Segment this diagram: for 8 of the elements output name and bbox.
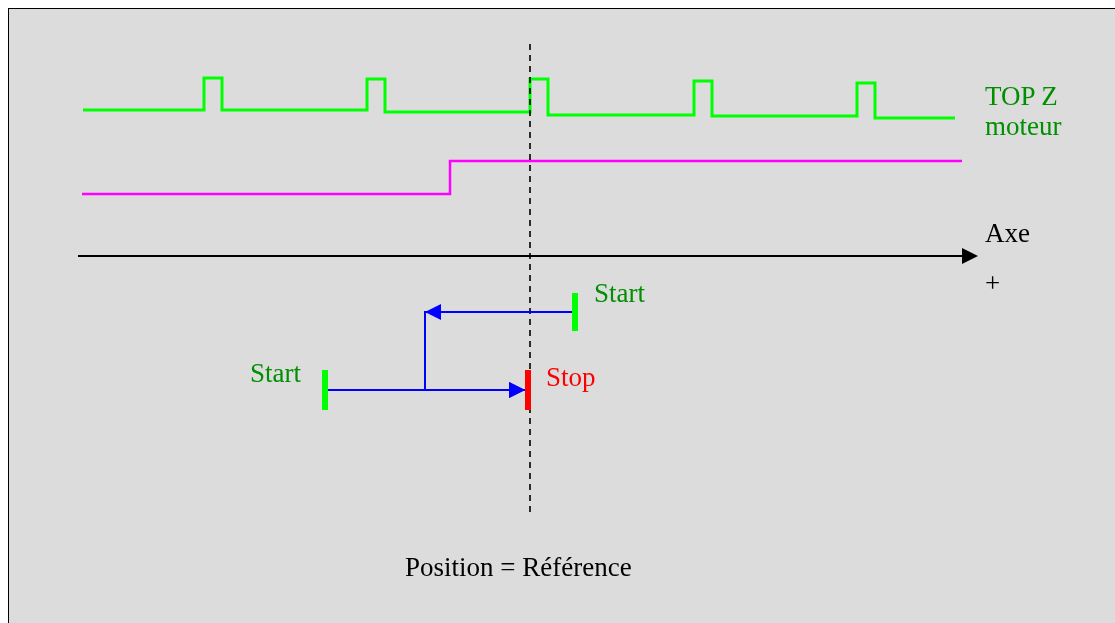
caption-text: Position = Référence <box>405 552 632 582</box>
arrow <box>327 382 526 398</box>
signal-label: TOP Z moteur <box>985 81 1063 141</box>
marker-label: Stop <box>546 362 596 392</box>
marker-label: Start <box>250 358 301 388</box>
marker-label: Start <box>594 278 645 308</box>
direction-sign: + <box>985 268 1001 298</box>
axis-label: Axe <box>985 218 1030 248</box>
